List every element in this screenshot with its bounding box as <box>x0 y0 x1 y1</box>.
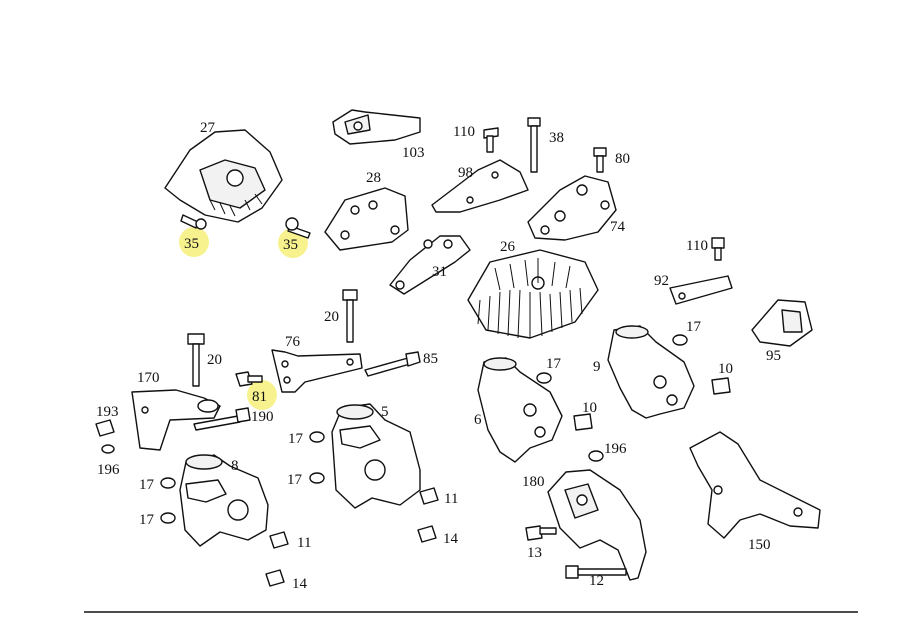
part-5-engine-mount <box>331 403 421 509</box>
part-20-bolt-lower <box>187 333 205 387</box>
label-35-left: 35 <box>184 236 199 252</box>
part-110-bolt-right <box>711 237 725 261</box>
label-193: 193 <box>96 404 119 420</box>
label-98: 98 <box>458 165 473 181</box>
part-81-nut <box>235 371 263 387</box>
label-17-a: 17 <box>686 319 702 335</box>
part-20-bolt-upper <box>342 289 358 343</box>
part-92-strap <box>669 275 733 305</box>
part-11-bolt-right <box>419 487 439 505</box>
part-190-bolt <box>193 407 251 431</box>
part-85-bolt <box>364 351 421 377</box>
label-110-right: 110 <box>686 238 708 254</box>
label-8: 8 <box>231 458 239 474</box>
part-110-bolt-top <box>483 127 499 153</box>
label-5: 5 <box>381 404 389 420</box>
label-20-upper: 20 <box>324 309 339 325</box>
label-10-a: 10 <box>718 361 733 377</box>
label-10-b: 10 <box>582 400 597 416</box>
label-80: 80 <box>615 151 630 167</box>
label-27: 27 <box>200 120 216 136</box>
label-28: 28 <box>366 170 381 186</box>
label-180: 180 <box>522 474 545 490</box>
part-11-bolt-left <box>269 531 289 549</box>
label-81: 81 <box>252 389 267 405</box>
part-31-link <box>389 235 471 295</box>
part-12-bolt <box>565 565 627 579</box>
part-14-bolt-right <box>417 525 437 543</box>
part-80-bolt <box>593 147 607 173</box>
highlight-35-left <box>179 227 209 257</box>
part-95-bracket <box>751 299 813 347</box>
label-6: 6 <box>474 412 482 428</box>
part-10-bolt-mid <box>573 413 593 431</box>
label-103: 103 <box>402 145 425 161</box>
label-12: 12 <box>589 573 604 589</box>
label-17-c: 17 <box>288 431 304 447</box>
part-193-bolt <box>95 419 115 437</box>
part-38-bolt <box>527 117 541 173</box>
part-103-bracket <box>332 109 421 145</box>
part-14-bolt-left <box>265 569 285 587</box>
label-9: 9 <box>593 359 601 375</box>
label-35-right: 35 <box>283 237 298 253</box>
label-190: 190 <box>251 409 274 425</box>
label-14-right: 14 <box>443 531 459 547</box>
label-196-mid: 196 <box>604 441 627 457</box>
part-8-engine-mount <box>179 454 269 547</box>
label-150: 150 <box>748 537 771 553</box>
part-35-bolt-right <box>285 217 311 239</box>
label-196-left: 196 <box>97 462 120 478</box>
part-17-washers <box>160 334 688 524</box>
label-74: 74 <box>610 219 626 235</box>
part-35-bolt-left <box>180 214 207 230</box>
label-170: 170 <box>137 370 160 386</box>
label-11-right: 11 <box>444 491 458 507</box>
part-196-washer-left <box>101 444 115 454</box>
label-17-d: 17 <box>287 472 303 488</box>
label-92: 92 <box>654 273 669 289</box>
label-26: 26 <box>500 239 516 255</box>
part-196-washer-mid <box>588 450 604 462</box>
part-150-crossmember <box>689 431 821 539</box>
label-76: 76 <box>285 334 301 350</box>
part-26-finned-mount <box>467 249 599 339</box>
label-17-f: 17 <box>139 512 155 528</box>
label-31: 31 <box>432 264 447 280</box>
label-11-left: 11 <box>297 535 311 551</box>
label-17-b: 17 <box>546 356 562 372</box>
part-28-plate <box>324 187 409 251</box>
part-98-bracket <box>431 159 529 213</box>
label-110: 110 <box>453 124 475 140</box>
highlight-81 <box>247 380 277 410</box>
part-10-bolt-right <box>711 377 731 395</box>
part-9-engine-mount <box>607 325 695 419</box>
label-20-lower: 20 <box>207 352 222 368</box>
label-14-left: 14 <box>292 576 308 592</box>
label-17-e: 17 <box>139 477 155 493</box>
part-74-bracket <box>527 175 617 241</box>
part-13-bolt <box>525 525 557 541</box>
part-170-bracket <box>131 389 221 451</box>
part-76-bracket <box>271 349 363 393</box>
label-95: 95 <box>766 348 781 364</box>
label-38: 38 <box>549 130 564 146</box>
part-6-engine-mount <box>477 357 563 463</box>
part-180-rear-mount <box>547 469 647 581</box>
label-85: 85 <box>423 351 438 367</box>
label-13: 13 <box>527 545 542 561</box>
part-27-mount <box>164 129 283 223</box>
